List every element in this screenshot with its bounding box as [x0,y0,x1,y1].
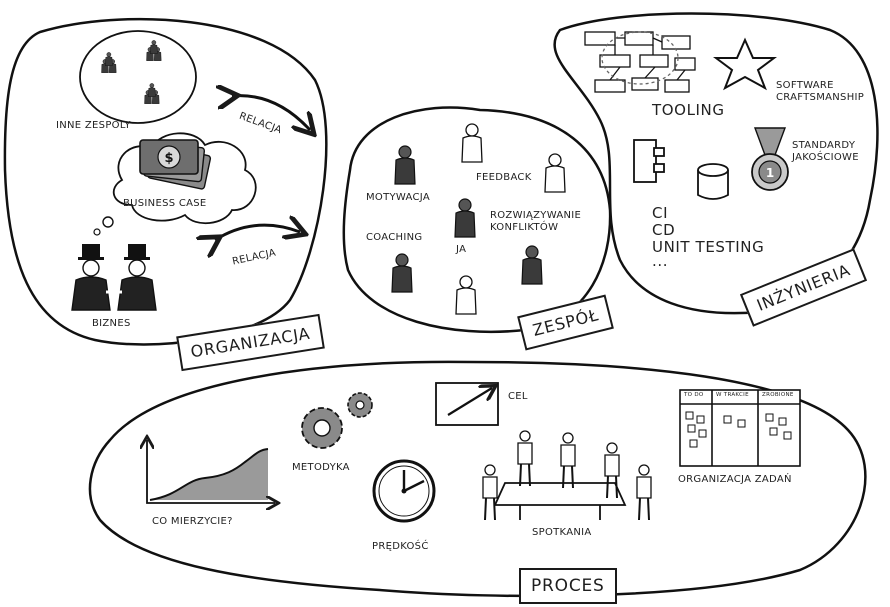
co-mierzycie-label: CO MIERZYCIE? [152,516,233,527]
board-col-todo: TO DO [684,392,704,398]
feedback-label: FEEDBACK [476,172,532,183]
team-member-feedback [544,153,566,193]
svg-text:$: $ [164,151,173,166]
organizacja-zadan-label: ORGANIZACJA ZADAŃ [678,474,792,485]
meeting-icon [482,430,652,521]
business-case-label: BUSINESS CASE [123,198,207,209]
team-member-motywacja [394,145,416,185]
gears-icon [301,392,373,449]
ci-label: CI [652,204,669,222]
proces-title: PROCES [519,568,617,604]
svg-text:1: 1 [766,166,774,180]
component-icon [633,139,665,183]
task-board-icon [679,389,801,467]
board-col-done: ZROBIONE [762,392,794,398]
predkosc-label: PRĘDKOŚĆ [372,541,429,552]
inne-zespoly-label: INNE ZESPOLY [56,120,131,131]
team-member-coaching [391,253,413,293]
team-member-top [461,123,483,163]
medal-icon: 1 [751,127,789,191]
businessmen-icon [71,244,157,311]
rozwiazywanie-label: ROZWIĄZYWANIE KONFLIKTÓW [490,210,582,233]
standardy-label: STANDARDY JAKOŚCIOWE [792,140,859,163]
cel-label: CEL [508,391,528,402]
coaching-label: COACHING [366,232,423,243]
software-craftsmanship-label: SOFTWARE CRAFTSMANSHIP [776,80,865,103]
goal-chart-icon [435,382,499,426]
inne-zespoly-circle [79,30,197,124]
unit-testing-label: UNIT TESTING [652,238,765,256]
team-member-bottom [455,275,477,315]
database-icon [697,163,729,200]
money-stack-icon: $ [139,139,212,190]
proces-bubble [88,360,867,598]
biznes-label: BIZNES [92,318,131,329]
relacja-arrow-1 [232,96,310,130]
clock-icon [372,459,436,523]
zespol-bubble [342,106,612,334]
flowchart-icon [584,31,696,93]
team-member-right [521,245,543,285]
ja-label: JA [456,244,467,255]
team-member-ja [454,198,476,238]
metodyka-label: METODYKA [292,462,350,473]
motywacja-label: MOTYWACJA [366,192,431,203]
tooling-label: TOOLING [652,101,725,119]
relacja-arrow-2 [215,225,300,240]
star-icon [713,37,777,91]
more-label: ... [652,252,669,270]
area-chart-icon [147,440,275,503]
spotkania-label: SPOTKANIA [532,527,592,538]
cd-label: CD [652,221,676,239]
board-col-in-progress: W TRAKCIE [716,392,749,398]
